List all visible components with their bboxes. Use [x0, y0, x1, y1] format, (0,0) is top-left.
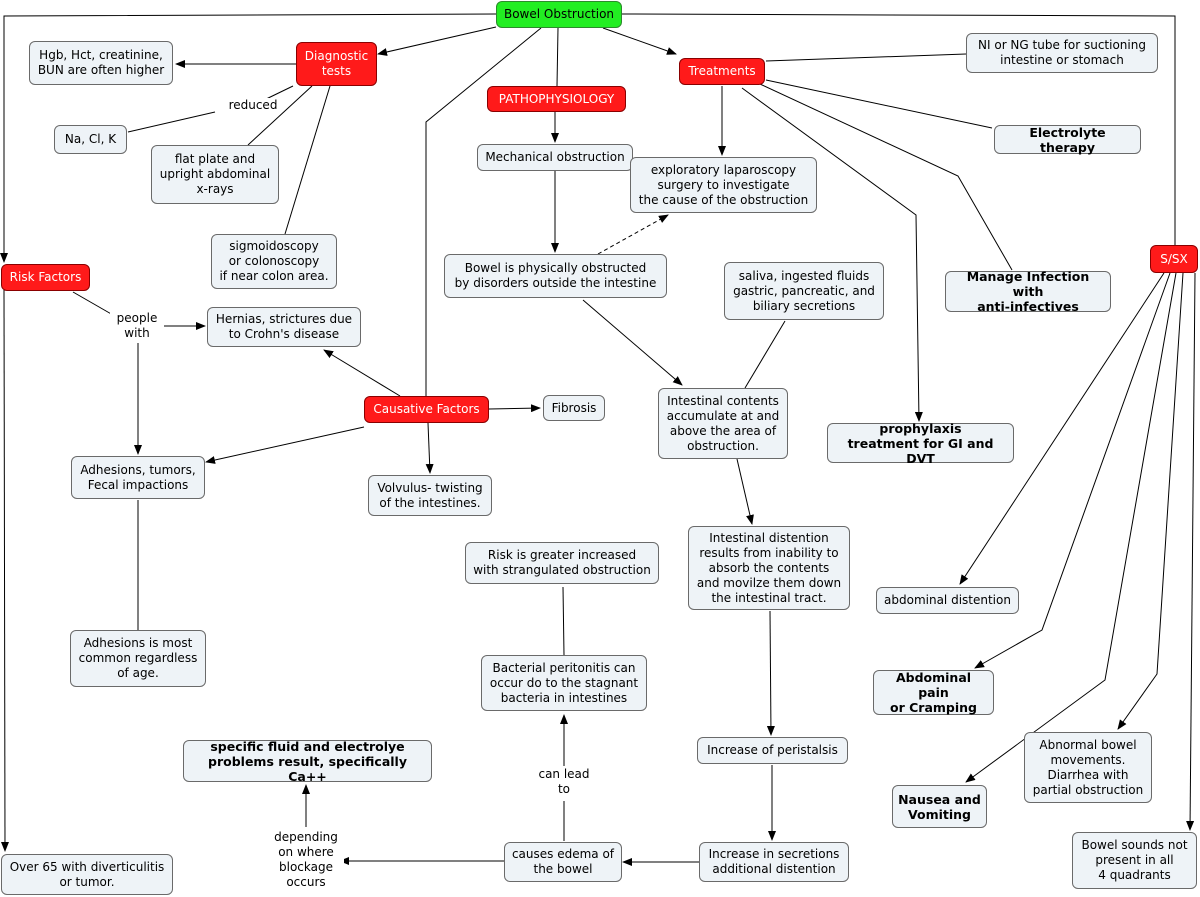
edge-root-ssx — [620, 13, 1176, 245]
edge-ssx-nausea — [965, 272, 1177, 783]
node-edema: causes edema of the bowel — [504, 842, 622, 882]
node-adhesions: Adhesions, tumors, Fecal impactions — [71, 456, 205, 499]
node-fluid-electrolyte: specific fluid and electrolye problems r… — [183, 739, 432, 784]
node-bowel-obstruction: Bowel Obstruction — [496, 1, 622, 28]
node-diagnostic-tests: Diagnostic tests — [296, 42, 377, 86]
edge-contents-distention — [736, 458, 754, 525]
node-prophylaxis: prophylaxis treatment for GI and DVT — [827, 421, 1014, 466]
node-mechanical-obstruction: Mechanical obstruction — [477, 144, 633, 171]
node-causative-factors: Causative Factors — [364, 396, 489, 423]
node-laparoscopy: exploratory laparoscopy surgery to inves… — [630, 157, 817, 213]
edge-distention-peristalsis — [766, 610, 775, 736]
edge-root-causative — [425, 27, 542, 396]
link-label-reduced: reduced — [224, 98, 282, 113]
node-ng-tube: NI or NG tube for suctioning intestine o… — [966, 33, 1158, 73]
edge-ssx-sounds — [1186, 272, 1196, 831]
node-peristalsis: Increase of peristalsis — [697, 737, 848, 764]
edge-root-pathophysiology — [556, 27, 559, 87]
node-labs-higher: Hgb, Hct, creatinine, BUN are often high… — [29, 41, 173, 85]
edge-treat-infection — [759, 83, 1013, 271]
node-abdominal-pain: Abdominal pain or Cramping — [873, 670, 994, 715]
node-electrolytes: Na, Cl, K — [54, 125, 127, 154]
node-sigmoidoscopy: sigmoidoscopy or colonoscopy if near col… — [211, 234, 337, 289]
node-saliva: saliva, ingested fluids gastric, pancrea… — [724, 262, 884, 320]
node-distention-absorb: Intestinal distention results from inabi… — [688, 526, 850, 610]
node-pathophysiology: PATHOPHYSIOLOGY — [487, 86, 626, 112]
edge-risk-peoplewith — [72, 291, 114, 316]
edge-treat-electrolyte — [765, 79, 993, 129]
edge-cause-adhesions — [205, 426, 365, 464]
link-label-depending: depending on where blockage occurs — [268, 830, 344, 890]
edge-ssx-distention — [959, 272, 1165, 585]
node-electrolyte-therapy: Electrolyte therapy — [994, 125, 1141, 155]
node-secretions: Increase in secretions additional disten… — [699, 842, 849, 882]
node-treatments: Treatments — [679, 58, 765, 85]
edge-ssx-pain — [974, 272, 1171, 669]
edge-saliva-contents — [744, 320, 786, 389]
node-adhesions-common: Adhesions is most common regardless of a… — [70, 630, 206, 687]
node-strangulated: Risk is greater increased with strangula… — [465, 542, 659, 584]
edge-root-diagnostic — [377, 26, 497, 56]
edge-cause-hernias — [323, 349, 401, 397]
edge-diag-xrays — [247, 85, 313, 146]
node-physically-obstructed: Bowel is physically obstructed by disord… — [444, 254, 667, 298]
node-ssx: S/SX — [1150, 245, 1198, 273]
edge-root-riskfactors — [0, 13, 497, 263]
node-bowel-sounds: Bowel sounds not present in all 4 quadra… — [1072, 832, 1197, 889]
node-contents-accumulate: Intestinal contents accumulate at and ab… — [658, 388, 788, 459]
edge-cause-fibrosis — [488, 404, 541, 413]
edge-peritonitis-strangulated — [562, 586, 565, 656]
edge-root-treatments — [602, 27, 677, 55]
node-over65: Over 65 with diverticulitis or tumor. — [1, 854, 173, 895]
node-risk-factors: Risk Factors — [1, 264, 90, 291]
node-abnormal-bowel: Abnormal bowel movements. Diarrhea with … — [1024, 732, 1152, 803]
node-peritonitis: Bacterial peritonitis can occur do to th… — [481, 655, 647, 711]
link-label-people-with: people with — [110, 311, 164, 341]
link-label-can-lead-to: can lead to — [530, 767, 598, 797]
edge-treat-ngtube — [765, 53, 967, 62]
edge-diag-sigmoid — [284, 85, 331, 235]
edge-physical-contents — [582, 299, 683, 386]
node-manage-infection: Manage Infection with anti-infectives — [945, 269, 1111, 314]
edge-reduced-electrolytes — [127, 111, 216, 133]
node-nausea-vomiting: Nausea and Vomiting — [892, 785, 987, 828]
node-hernias: Hernias, strictures due to Crohn's disea… — [207, 307, 361, 347]
node-fibrosis: Fibrosis — [543, 395, 605, 421]
node-volvulus: Volvulus- twisting of the intestines. — [368, 475, 492, 516]
edge-ssx-abnormal — [1117, 272, 1184, 730]
node-abdominal-distention: abdominal distention — [876, 587, 1019, 614]
node-xrays: flat plate and upright abdominal x-rays — [151, 145, 279, 204]
edge-physical-laparoscopy — [597, 214, 669, 255]
edge-risk-over65 — [0, 289, 9, 852]
edge-cause-volvulus — [425, 422, 434, 474]
edge-treat-prophylaxis — [741, 87, 923, 422]
